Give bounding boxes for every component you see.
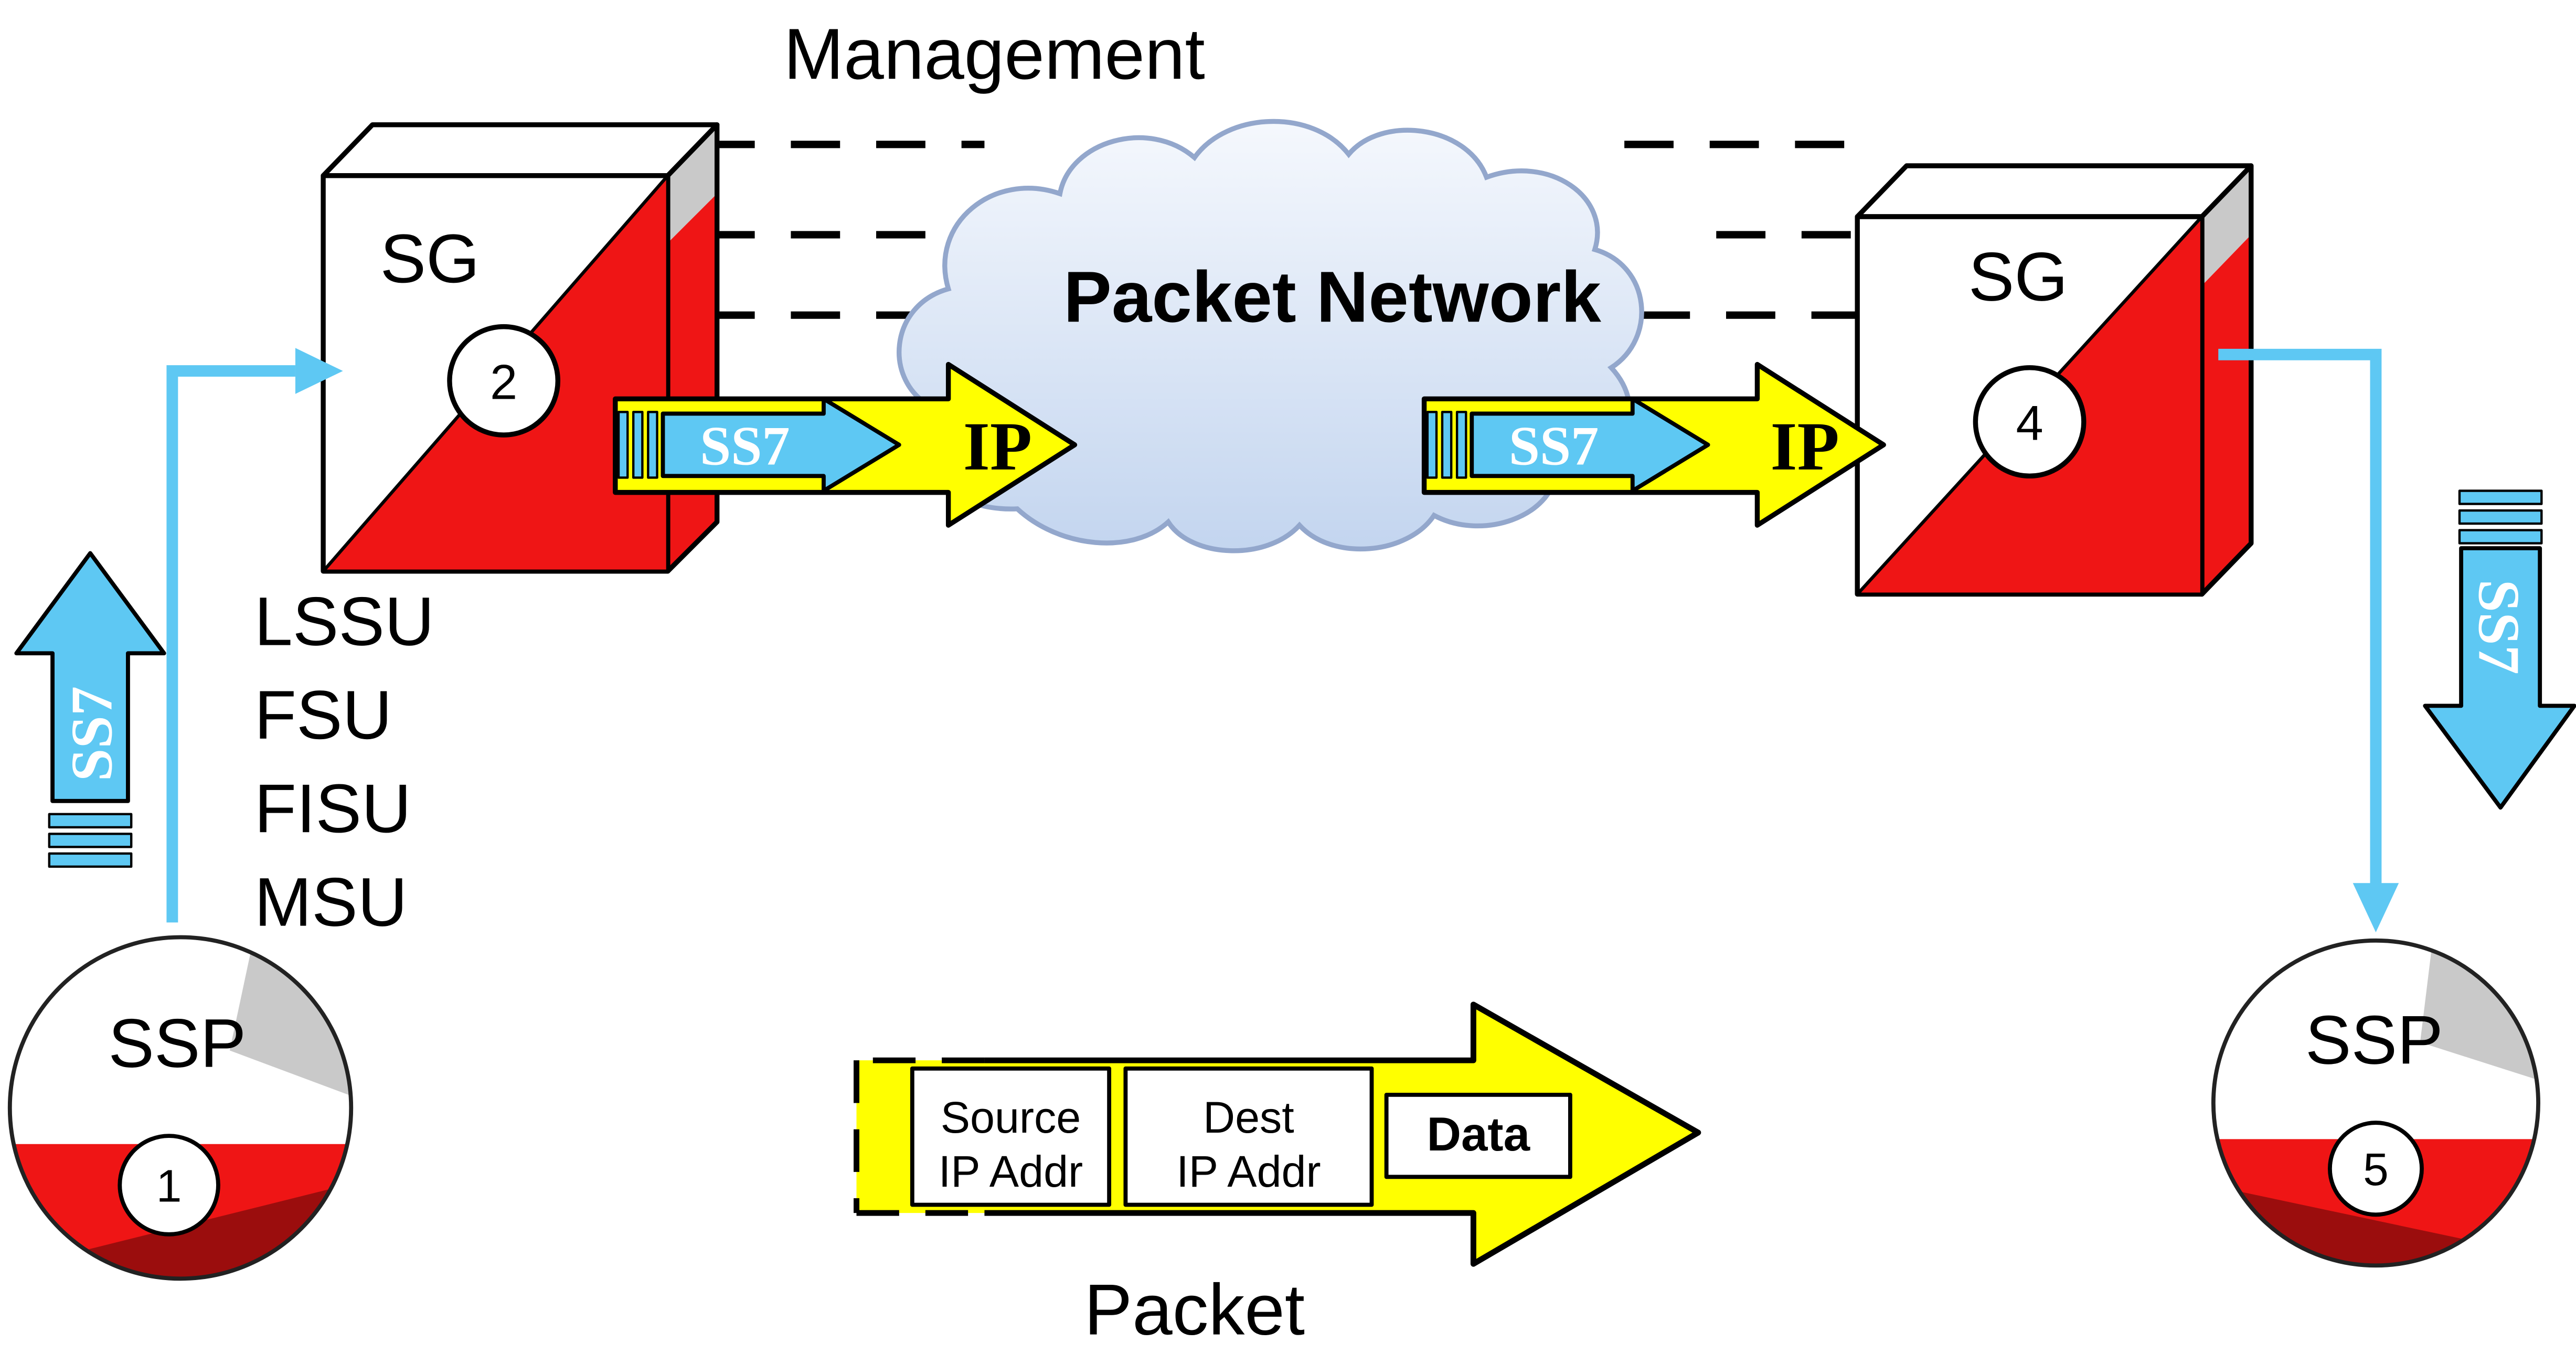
packet-arrow-dashed-tail [854,1057,985,1216]
sg-right-side-red [2201,235,2251,594]
ssp-right-node: SSP 5 [2211,938,2540,1268]
ss7-inner-label: SS7 [700,415,790,477]
data-field [1384,1092,1572,1179]
sg-right-top-face [1855,163,2254,219]
sg-left-side-red [667,194,717,571]
packet-label: Packet [1084,1270,1305,1350]
sg-left-node: SG 2 [321,122,720,574]
ip-label: IP [963,409,1032,485]
ssp-right-gray-shade [2420,949,2539,1080]
ssp-right-step-badge [2327,1121,2424,1217]
sg-left-step-badge [447,324,561,438]
sg-left-top-face [321,122,720,178]
ss7-uplink-arrow: SS7 [14,551,166,868]
source-ip-field [910,1066,1112,1207]
sg-left-side-gray [667,124,717,243]
ss7-inner-arrow [661,397,901,493]
ip-tunnel-arrow-left: SS7 IP [613,361,1078,528]
ss7-downlink-arrow-shape [2423,546,2576,810]
sg-right-node: SG 4 [1855,163,2254,597]
data-field-label: Data [1427,1108,1530,1161]
packet-bars-icon [1426,411,1467,479]
sg-right-step-number: 4 [2016,395,2043,450]
management-label: Management [784,14,1205,94]
packet-bars-icon [617,411,658,479]
ssp-right-label: SSP [2305,1001,2443,1078]
ss7-link-right-arrowhead-icon [2353,883,2399,933]
message-item: FSU [254,676,392,753]
sg-right-side-gray [2201,166,2251,286]
dest-ip-field [1123,1066,1374,1207]
dest-ip-line2: IP Addr [1176,1147,1321,1196]
ssp-left-outline [7,935,354,1281]
sg-right-step-badge [1973,365,2087,479]
ss7-link-right [2218,348,2399,933]
source-ip-line2: IP Addr [939,1147,1083,1196]
ss7-inner-label: SS7 [1509,415,1599,477]
packet-arrow-outline [984,1001,1701,1267]
ss7-downlink-label: SS7 [2466,579,2531,675]
ss7-uplink-label: SS7 [60,686,125,782]
ss7-inner-arrow [1470,397,1710,493]
ssp-left-step-badge [118,1134,220,1237]
ssp-left-gray-shade [229,950,352,1097]
source-ip-line1: Source [941,1093,1081,1142]
dest-ip-line1: Dest [1203,1093,1294,1142]
message-item: LSSU [254,583,434,660]
message-item: MSU [254,864,408,941]
ss7-uplink-arrow-shape [14,551,166,803]
sg-left-label: SG [380,220,480,297]
message-item: FISU [254,770,411,847]
sg-left-step-number: 2 [490,354,517,409]
sg-right-label: SG [1968,238,2068,315]
ss7-link-left-arrowhead-icon [295,348,343,394]
packet-bars-icon [48,813,133,868]
ip-label: IP [1770,409,1839,485]
packet-structure: Source IP Addr Dest IP Addr Data Packet [854,1001,1701,1350]
packet-bars-icon [2458,489,2543,545]
ss7-message-list: LSSU FSU FISU MSU [254,583,434,941]
ip-tunnel-arrow-right: SS7 IP [1421,361,1886,528]
packet-network-label: Packet Network [1063,257,1601,337]
ss7-link-left [166,348,343,923]
ssp-right-step-number: 5 [2363,1144,2389,1195]
ssp-right-outline [2211,938,2540,1268]
ssp-left-step-number: 1 [156,1160,182,1211]
ss7-link-right-line [2218,348,2382,887]
ssp-left-node: SSP 1 [7,935,354,1281]
ss7-link-left-line [166,365,295,923]
ssp-left-label: SSP [108,1005,246,1082]
ss7-downlink-arrow: SS7 [2423,489,2576,810]
